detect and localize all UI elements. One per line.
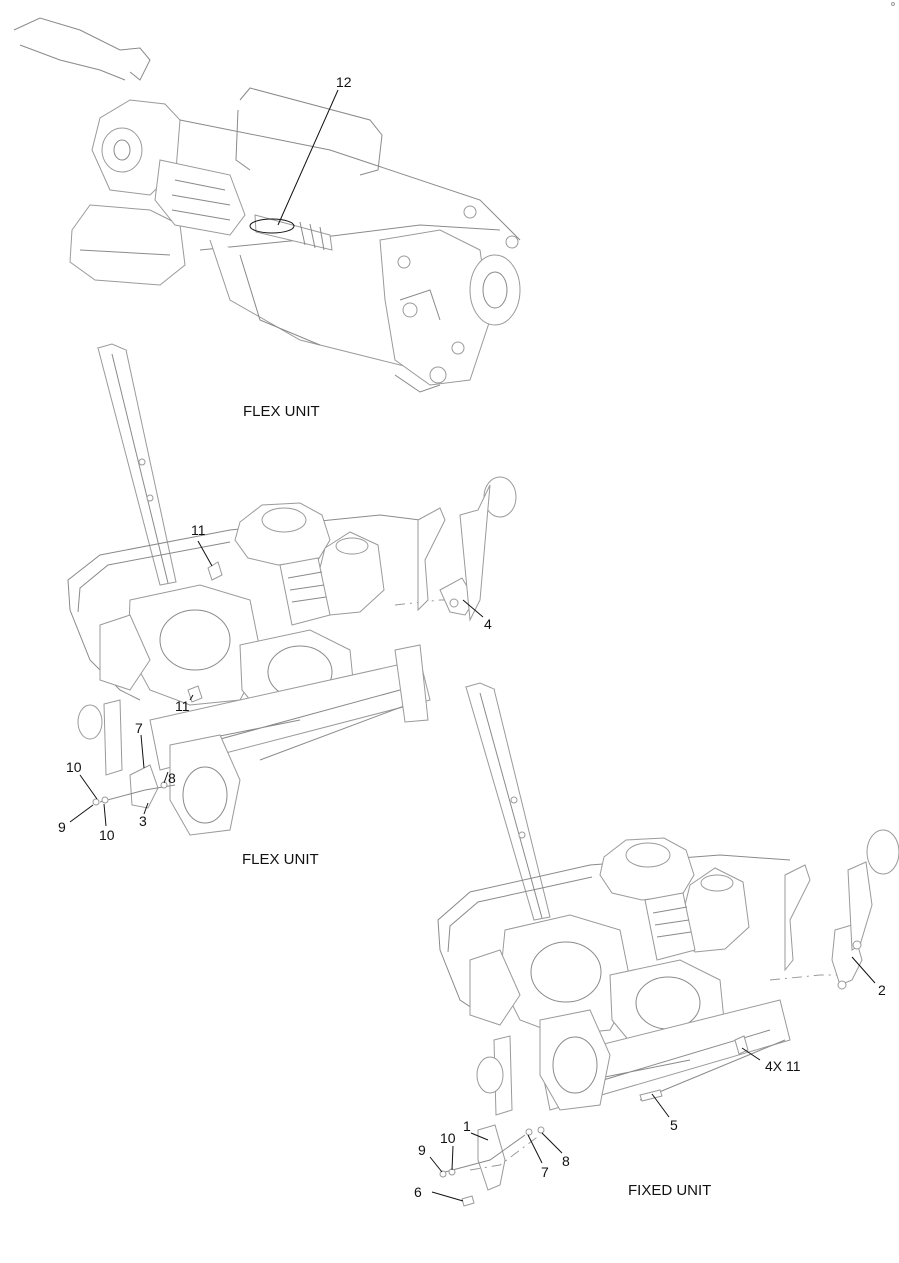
callout-11a: 11	[191, 522, 206, 538]
callout-9a: 9	[58, 819, 66, 835]
leader-11a	[197, 540, 213, 567]
corner-mark	[891, 2, 895, 6]
leader-10b	[103, 803, 107, 827]
leader-4	[462, 599, 484, 618]
callout-4x11: 4X 11	[765, 1058, 801, 1074]
callout-6: 6	[414, 1184, 422, 1200]
leader-10a	[79, 774, 98, 800]
callout-1: 1	[463, 1118, 471, 1134]
callout-8b: 8	[562, 1153, 570, 1169]
callout-5: 5	[670, 1117, 678, 1133]
callout-7a: 7	[135, 720, 143, 736]
leader-8b	[541, 1132, 563, 1154]
leader-6	[431, 1191, 464, 1202]
top-flex-assembly	[13, 17, 521, 393]
leader-8a	[163, 771, 169, 784]
leader-2	[851, 956, 876, 984]
callout-3: 3	[139, 813, 147, 829]
leader-7b	[527, 1134, 543, 1164]
callout-11b: 11	[175, 698, 190, 714]
leader-5	[651, 1093, 670, 1118]
leader-10c	[451, 1145, 454, 1171]
callout-10b: 10	[99, 827, 115, 843]
callout-7b: 7	[541, 1164, 549, 1180]
caption-middle: FLEX UNIT	[242, 851, 319, 868]
middle-flex-assembly	[67, 343, 517, 836]
bottom-fixed-assembly	[437, 682, 899, 1207]
callout-8a: 8	[168, 770, 176, 786]
leader-9b	[429, 1156, 443, 1173]
callout-10c: 10	[440, 1130, 456, 1146]
leader-9a	[69, 804, 94, 823]
callout-10a: 10	[66, 759, 82, 775]
caption-top: FLEX UNIT	[243, 403, 320, 420]
leader-7a	[140, 734, 145, 769]
callout-12: 12	[336, 74, 352, 90]
leader-1	[470, 1132, 489, 1141]
caption-bottom: FIXED UNIT	[628, 1182, 711, 1199]
leader-11b	[189, 694, 194, 701]
callout-4: 4	[484, 616, 492, 632]
leader-12	[277, 89, 339, 226]
leader-4x11	[741, 1047, 761, 1061]
leader-3	[143, 802, 149, 815]
callout-2: 2	[878, 982, 886, 998]
callout-9b: 9	[418, 1142, 426, 1158]
